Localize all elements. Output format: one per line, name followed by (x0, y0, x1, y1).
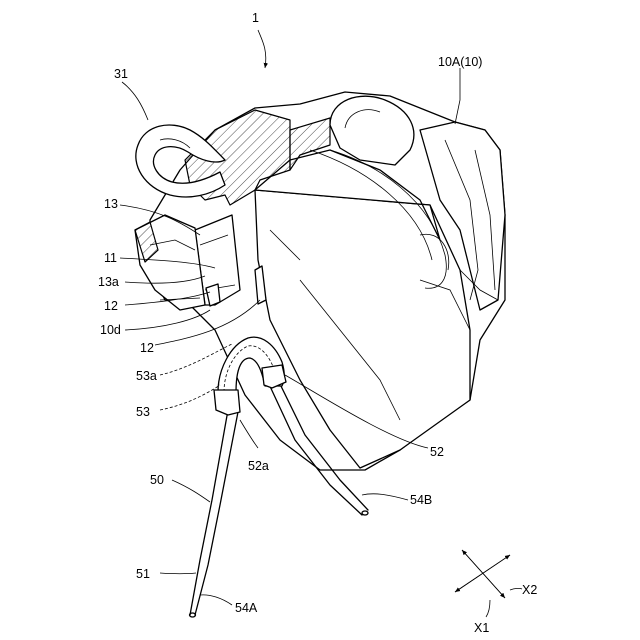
label-54A: 54A (235, 601, 258, 615)
label-50: 50 (150, 473, 164, 487)
label-13a: 13a (98, 275, 119, 289)
label-13: 13 (104, 197, 118, 211)
label-12-bottom: 12 (140, 341, 154, 355)
direction-indicator (455, 550, 522, 617)
label-x1: X1 (474, 621, 489, 635)
label-31: 31 (114, 67, 128, 81)
label-12-top: 12 (104, 299, 118, 313)
label-53: 53 (136, 405, 150, 419)
label-51: 51 (136, 567, 150, 581)
label-x2: X2 (522, 583, 537, 597)
label-1: 1 (252, 11, 259, 25)
label-11: 11 (104, 251, 117, 265)
label-53a: 53a (136, 369, 157, 383)
label-10d: 10d (100, 323, 121, 337)
label-52a: 52a (248, 459, 269, 473)
label-54B: 54B (410, 493, 432, 507)
label-52: 52 (430, 445, 444, 459)
label-10A: 10A(10) (438, 55, 482, 69)
